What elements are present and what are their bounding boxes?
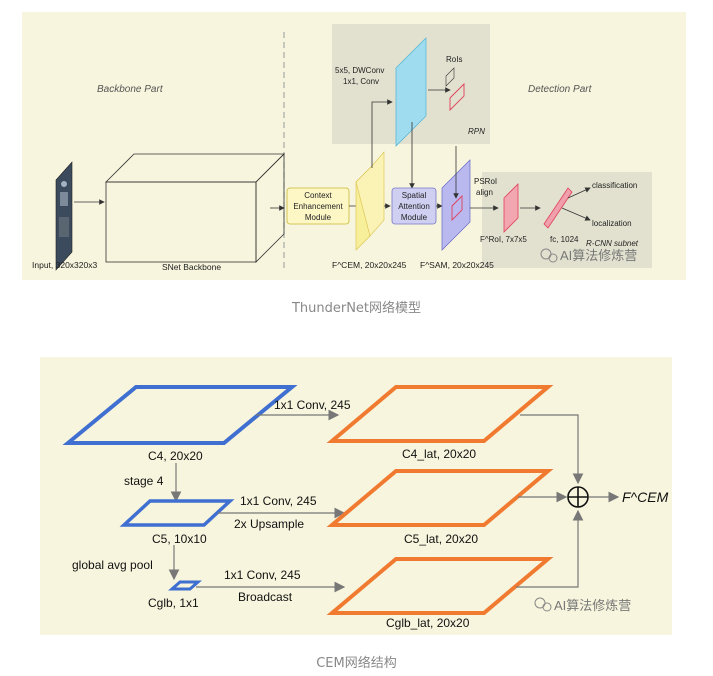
cem-figure: C4, 20x20 1x1 Conv, 245 C4_lat, 20x20 st…: [40, 357, 672, 635]
c5-plane: [119, 499, 235, 527]
psroi-line2: align: [476, 188, 493, 197]
c5-lat-plane: [326, 469, 554, 527]
conv1-label: 1x1 Conv, 245: [274, 398, 351, 412]
classification-label: classification: [592, 181, 637, 190]
localization-label: localization: [592, 219, 632, 228]
wechat-icon: [534, 597, 552, 612]
sam-line3: Module: [401, 213, 428, 222]
figure1-caption: ThunderNet网络模型: [291, 301, 422, 316]
watermark-1: AI算法修炼营: [560, 248, 637, 263]
fc-layer: [543, 187, 573, 229]
cglb-lat-plane: [326, 557, 554, 615]
input-image: [55, 161, 73, 271]
watermark-2: AI算法修炼营: [554, 598, 631, 613]
fc-label: fc, 1024: [550, 235, 579, 244]
cglb-lat-label: Cglb_lat, 20x20: [386, 616, 470, 630]
c5-label: C5, 10x10: [152, 532, 207, 546]
conv3-line2: Broadcast: [238, 590, 293, 604]
f-cem-label: F^CEM, 20x20x245: [332, 260, 407, 270]
f-cem-output-label: F^CEM: [622, 489, 669, 505]
figure2-caption: CEM网络结构: [316, 656, 397, 671]
detection-part-label: Detection Part: [528, 84, 593, 95]
thundernet-diagram: Backbone Part Detection Part Input, 320x…: [32, 24, 652, 272]
cglb-label: Cglb, 1x1: [148, 596, 199, 610]
sam-line1: Spatial: [402, 191, 427, 200]
c4-lat-plane: [326, 385, 554, 443]
cem-module-line3: Module: [305, 213, 332, 222]
cem-module-line1: Context: [304, 191, 332, 200]
dwconv-line2: 1x1, Conv: [343, 77, 379, 86]
rois-label: RoIs: [446, 55, 462, 64]
thundernet-figure: Backbone Part Detection Part Input, 320x…: [22, 12, 686, 280]
c5-lat-label: C5_lat, 20x20: [404, 532, 478, 546]
psroi-line1: PSRoI: [474, 177, 497, 186]
cglb-plane: [168, 580, 202, 591]
rcnn-label: R-CNN subnet: [586, 239, 639, 248]
f-sam-feature: [441, 159, 471, 251]
snet-label: SNet Backbone: [162, 262, 221, 272]
roi-small-icon: [445, 67, 455, 87]
c4-plane: [62, 385, 298, 445]
conv3-line1: 1x1 Conv, 245: [224, 568, 301, 582]
wechat-icon: [540, 248, 558, 263]
rpn-label: RPN: [468, 127, 485, 136]
c4-lat-label: C4_lat, 20x20: [402, 447, 476, 461]
backbone-part-label: Backbone Part: [97, 84, 164, 95]
f-rpn-feature: [395, 37, 427, 147]
roi-box-icon: [449, 82, 465, 112]
snet-backbone-block: [105, 153, 285, 263]
input-label: Input, 320x320x3: [32, 260, 97, 270]
sam-line2: Attention: [398, 202, 430, 211]
conv2-line2: 2x Upsample: [234, 517, 304, 531]
f-roi-feature: [503, 183, 519, 233]
elementwise-sum-icon: [567, 486, 589, 508]
f-roi-label: F^RoI, 7x7x5: [480, 235, 527, 244]
c4-label: C4, 20x20: [148, 449, 203, 463]
dwconv-line1: 5x5, DWConv: [335, 66, 384, 75]
stage4-label: stage 4: [124, 474, 164, 488]
gap-label: global avg pool: [72, 558, 153, 572]
cem-diagram: C4, 20x20 1x1 Conv, 245 C4_lat, 20x20 st…: [62, 385, 669, 630]
f-sam-label: F^SAM, 20x20x245: [420, 260, 494, 270]
conv2-line1: 1x1 Conv, 245: [240, 494, 317, 508]
cem-module-line2: Enhancement: [293, 202, 343, 211]
